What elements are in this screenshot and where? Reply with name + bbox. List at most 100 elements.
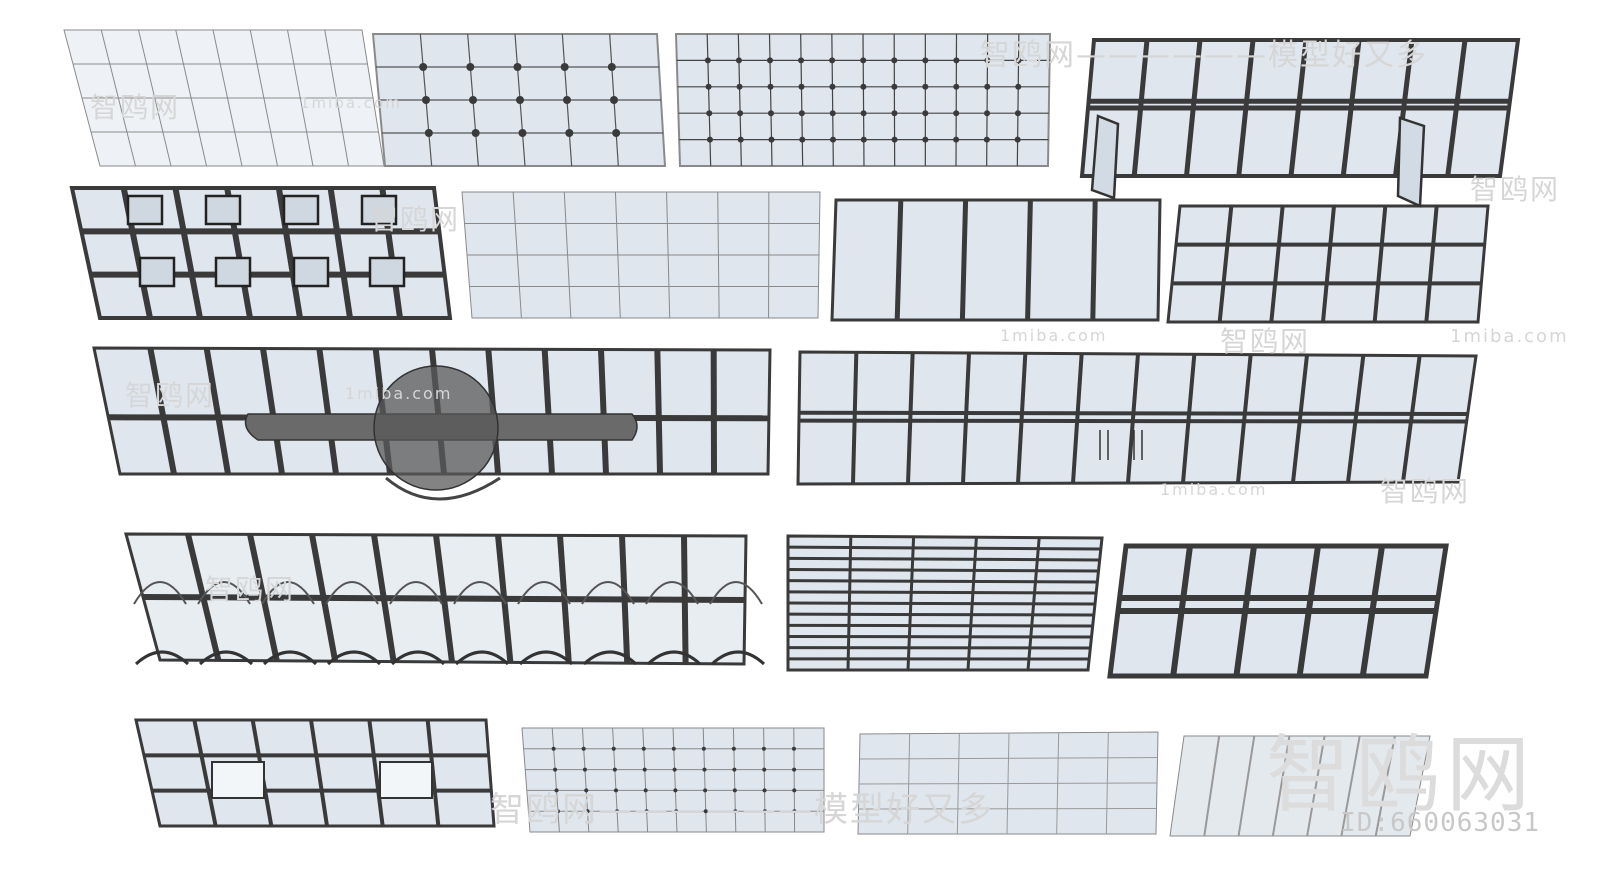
mullion: [612, 727, 619, 833]
spider-fitting: [768, 136, 775, 143]
spider-fitting: [424, 129, 433, 137]
spider-fitting: [922, 83, 929, 90]
spider-fitting: [922, 57, 929, 64]
mullion: [1071, 353, 1084, 484]
spider-fitting: [983, 136, 990, 143]
mullion: [1181, 354, 1197, 484]
mullion: [1269, 205, 1285, 323]
panel-3-point-supported: [674, 33, 1052, 167]
mullion: [581, 727, 590, 833]
transom: [787, 556, 1100, 562]
spider-fitting: [762, 767, 767, 772]
watermark-brand-left: 智鸥网: [90, 91, 181, 124]
spider-fitting: [555, 809, 560, 814]
spider-fitting: [984, 57, 991, 64]
mullion: [672, 727, 678, 833]
panel-1-faint-grid: [63, 29, 385, 167]
spider-fitting: [518, 129, 527, 137]
mullion: [1217, 205, 1234, 323]
watermark-big-logo: 智鸥网: [1265, 726, 1536, 824]
mullion: [1237, 735, 1256, 837]
mullion: [1126, 353, 1140, 484]
mullion: [961, 352, 971, 484]
awning-window: [368, 256, 406, 288]
mullion: [1321, 205, 1336, 323]
awning-window: [126, 194, 164, 226]
spider-fitting: [762, 788, 767, 793]
arch-rib: [261, 581, 315, 605]
spider-fitting: [1015, 57, 1022, 64]
arch-rib: [517, 581, 571, 605]
spider-fitting: [1014, 136, 1021, 143]
mullion: [260, 348, 285, 475]
mullion: [768, 33, 773, 167]
spider-fitting: [792, 767, 797, 772]
spider-fitting: [829, 57, 836, 64]
arch-rib: [453, 581, 507, 605]
swing-door-right: [1396, 116, 1426, 208]
spider-fitting: [560, 63, 569, 71]
spider-fitting: [672, 767, 677, 772]
mullion: [702, 727, 707, 833]
mullion: [800, 33, 804, 167]
spider-fitting: [702, 767, 707, 772]
mullion: [793, 727, 796, 833]
transom: [787, 568, 1099, 573]
transom: [787, 623, 1093, 628]
spider-fitting: [641, 746, 646, 751]
mullion: [147, 347, 177, 475]
spider-fitting: [953, 136, 960, 143]
spider-fitting: [581, 746, 586, 751]
spider-fitting: [762, 809, 767, 814]
panel-12-louvre-stripes: [786, 534, 1104, 672]
spider-fitting: [565, 129, 574, 137]
mullion: [275, 187, 303, 319]
spider-fitting: [799, 136, 806, 143]
transom: [858, 808, 1157, 810]
spider-fitting: [798, 110, 805, 117]
spider-fitting: [953, 57, 960, 64]
spider-fitting: [767, 57, 773, 64]
watermark-brand-row3-right: 智鸥网: [1380, 475, 1471, 508]
watermark-site-top: 1miba.com: [300, 94, 402, 112]
awning-window: [214, 256, 252, 288]
spider-fitting: [768, 110, 774, 117]
panel-10-storefront: [796, 350, 1478, 486]
spider-fitting: [673, 788, 678, 793]
spider-fitting: [611, 746, 616, 751]
mullion: [831, 33, 834, 167]
spider-fitting: [737, 110, 744, 117]
arch-bottom: [390, 650, 446, 666]
spider-fitting: [671, 746, 676, 751]
mullion: [541, 349, 555, 475]
spider-fitting: [735, 57, 742, 64]
awning-window: [360, 194, 398, 226]
spider-fitting: [829, 110, 836, 117]
arch-bottom: [454, 650, 510, 666]
awning-window: [282, 194, 320, 226]
arch-rib: [133, 581, 187, 605]
spider-fitting: [706, 136, 713, 143]
watermark-brand-top: 智鸥网——————模型好又多: [980, 38, 1428, 73]
spider-fitting: [704, 57, 711, 64]
arch-bottom: [326, 650, 382, 666]
arch-rib: [709, 581, 763, 605]
mullion: [654, 349, 663, 475]
swing-door-left: [1090, 114, 1120, 200]
arch-rib: [197, 581, 251, 605]
spider-fitting: [584, 788, 589, 793]
mullion: [763, 727, 766, 833]
spider-fitting: [891, 83, 898, 90]
transom: [858, 782, 1158, 785]
mullion: [1090, 199, 1098, 321]
mullion: [1016, 33, 1020, 167]
arch-bottom: [582, 650, 638, 666]
mullion: [1372, 205, 1388, 323]
awning-window: [292, 256, 330, 288]
spider-fitting: [732, 767, 737, 772]
arch-bottom: [518, 650, 574, 666]
panel-11-arched-facade: [124, 532, 748, 666]
mullion: [1291, 354, 1309, 483]
mullion: [598, 349, 609, 475]
spider-fitting: [791, 746, 796, 751]
